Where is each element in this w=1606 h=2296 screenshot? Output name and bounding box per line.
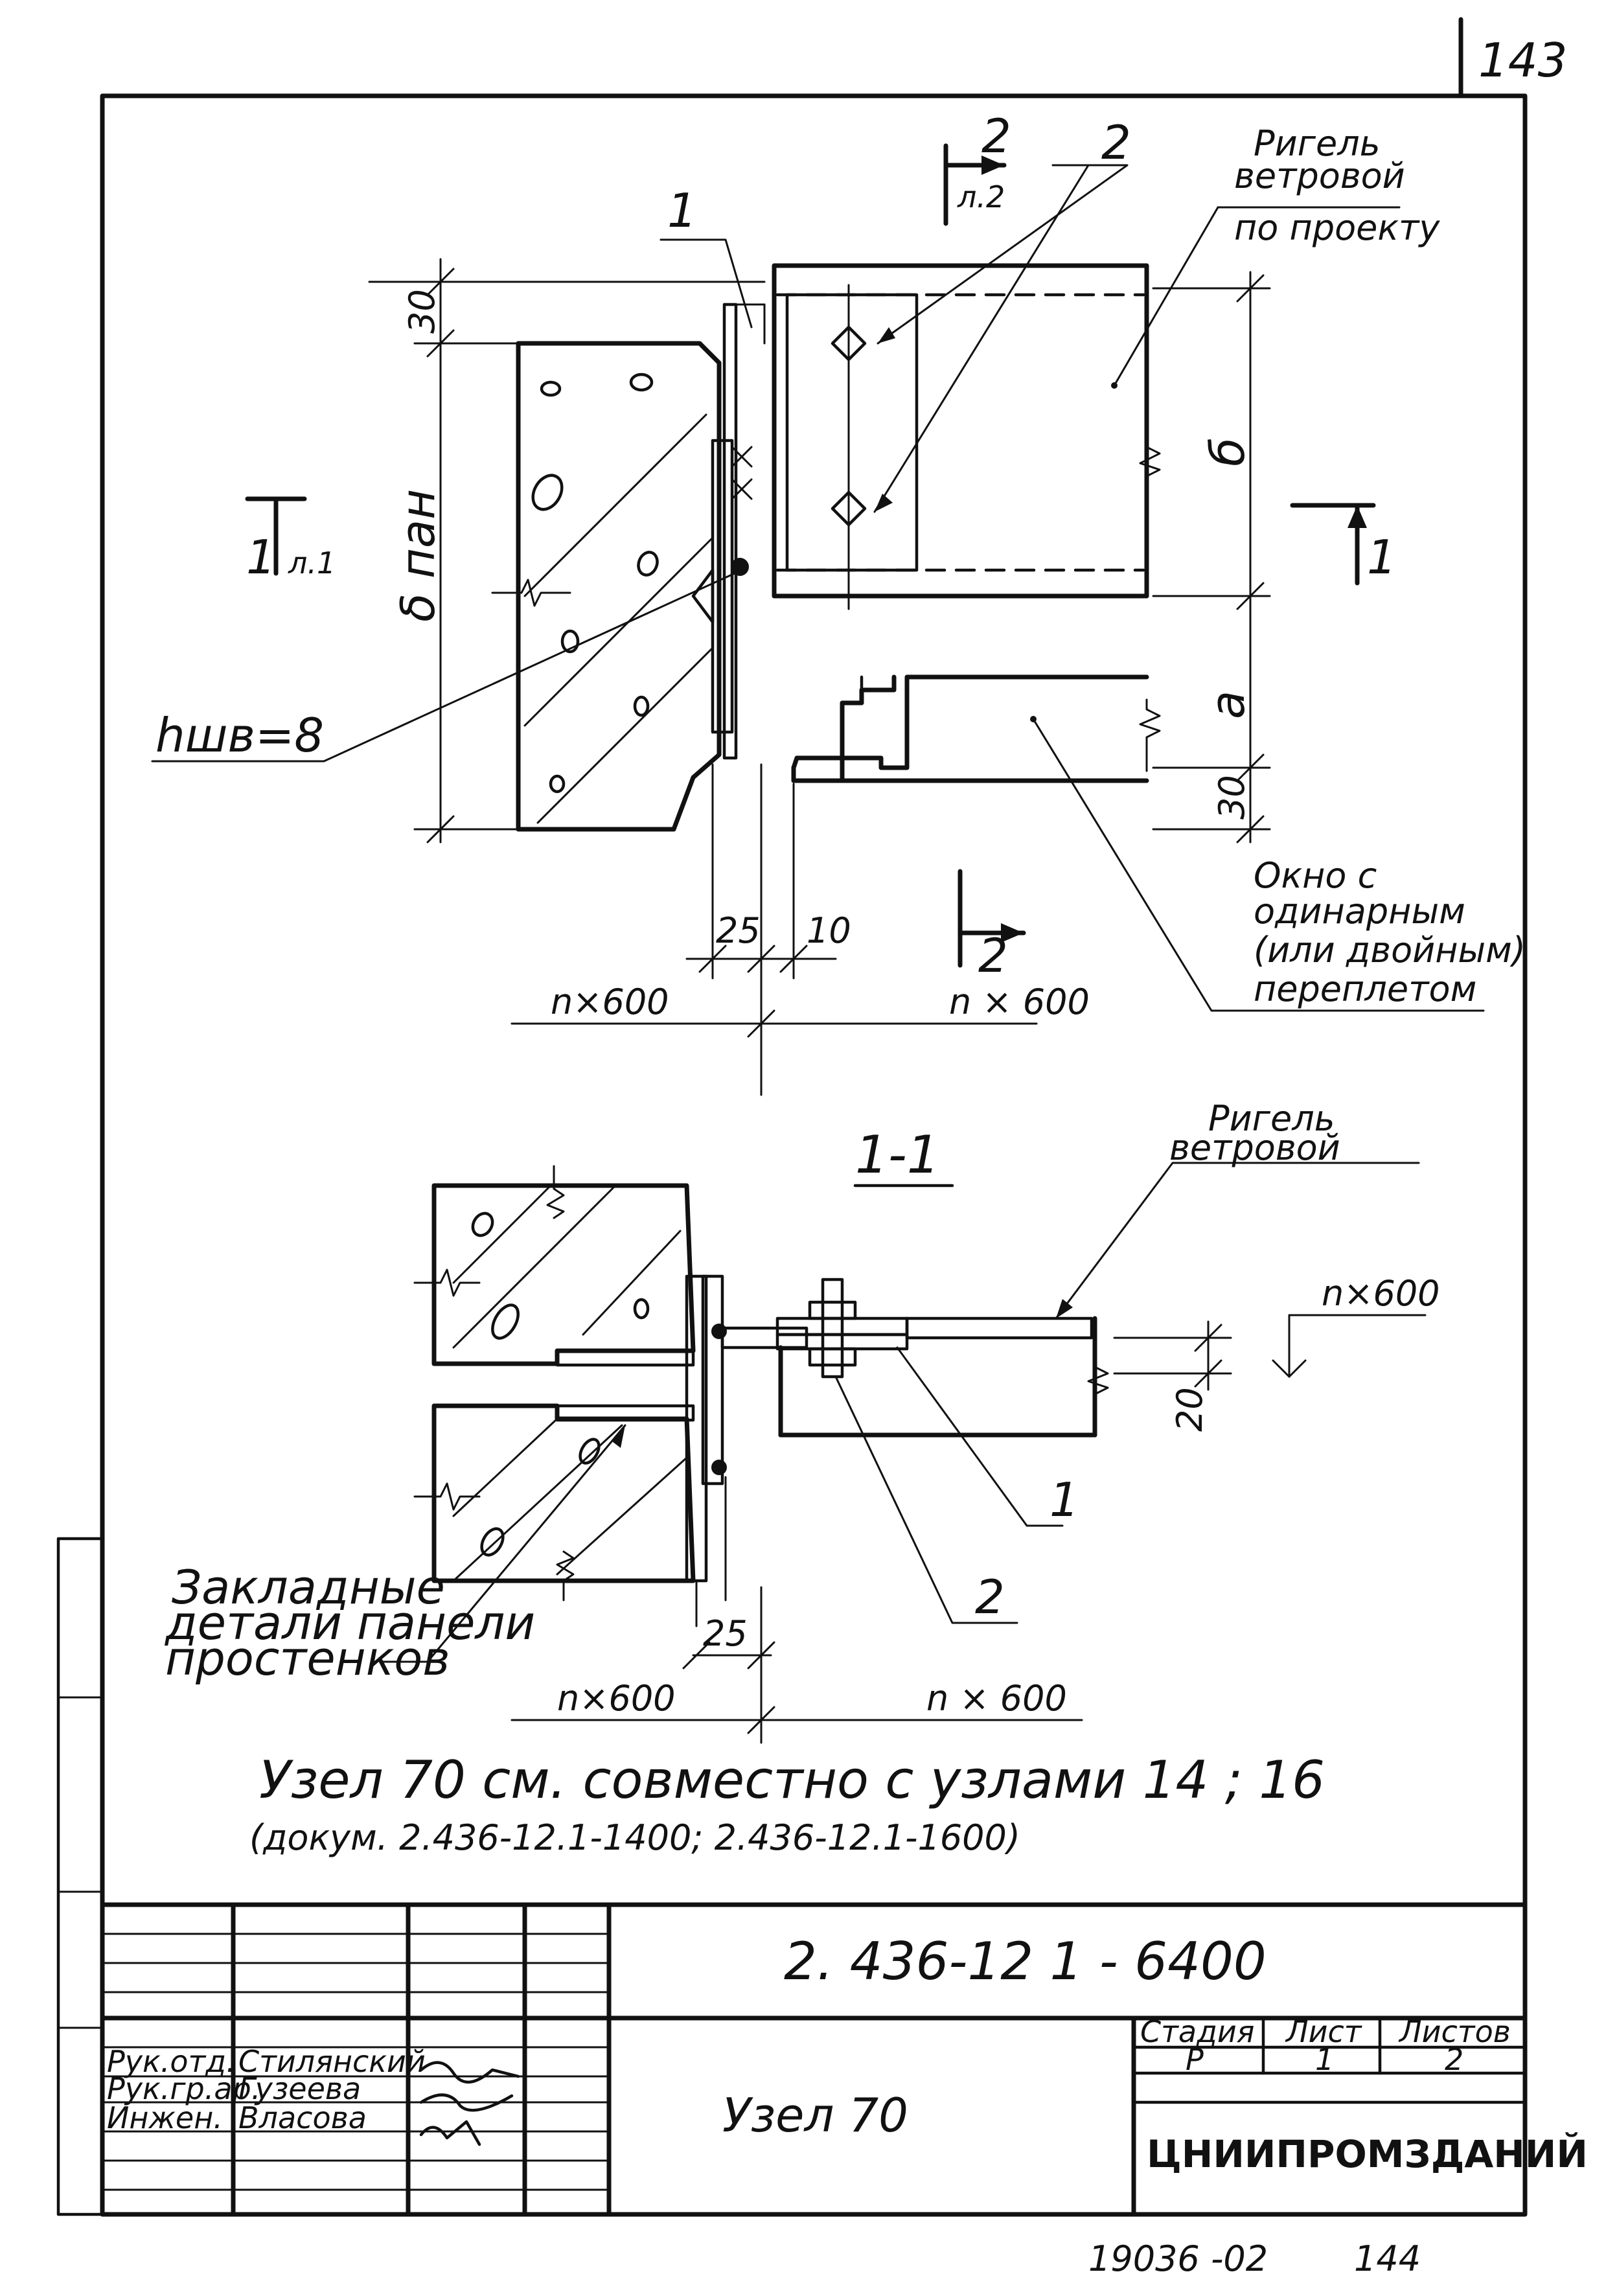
plan-callout-2: 2 bbox=[1101, 115, 1131, 170]
section-marker-1-left bbox=[245, 496, 307, 576]
section-1-left-ref: л.1 bbox=[288, 545, 336, 580]
section-1-left-number: 1 bbox=[246, 530, 276, 584]
section-2-top-ref: л.2 bbox=[957, 179, 1005, 214]
dim-10-plan: 10 bbox=[807, 910, 851, 951]
section-marker-2-bottom bbox=[958, 869, 1026, 968]
sheets-header: Листов bbox=[1398, 2014, 1511, 2049]
section-callout-2: 2 bbox=[975, 1570, 1005, 1624]
signature-name-1: Стилянский bbox=[238, 2044, 426, 2079]
weld-label: hшв=8 bbox=[155, 708, 324, 763]
window-label-line4: переплетом bbox=[1254, 969, 1476, 1009]
stage-value: Р bbox=[1186, 2042, 1204, 2077]
rigel-label-line3: по проекту bbox=[1234, 207, 1440, 248]
signature-role-2: Рук.гр.ар. bbox=[107, 2071, 260, 2106]
dim-30-top: 30 bbox=[402, 289, 442, 334]
dim-30-bottom: 30 bbox=[1211, 775, 1252, 820]
sheet-header: Лист bbox=[1285, 2014, 1362, 2049]
plan-view bbox=[151, 143, 1485, 1096]
signature-name-3: Власова bbox=[238, 2100, 367, 2135]
section-dim-20: 20 bbox=[1169, 1387, 1210, 1432]
section-dim-n600-left: n×600 bbox=[557, 1678, 676, 1719]
organization-name: ЦНИИПРОМЗДАНИЙ bbox=[1147, 2131, 1588, 2176]
plan-leaders bbox=[151, 164, 1485, 1012]
section-1-right-number: 1 bbox=[1367, 530, 1397, 584]
dim-b-pan: δ пан bbox=[391, 489, 445, 622]
dim-n600-left-plan: n×600 bbox=[551, 982, 669, 1022]
footer-code: 19036 -02 bbox=[1088, 2238, 1268, 2279]
embedded-label-line1: Закладные bbox=[172, 1560, 445, 1614]
section-title: 1-1 bbox=[855, 1125, 940, 1185]
signature-role-1: Рук.отд. bbox=[107, 2044, 236, 2079]
signature-role-3: Инжен. bbox=[107, 2100, 223, 2135]
plan-window-frame bbox=[791, 674, 1161, 783]
document-code: 2. 436-12 1 - 6400 bbox=[784, 1931, 1267, 1992]
dim-a: а bbox=[1200, 691, 1255, 719]
note-line2: (докум. 2.436-12.1-1400; 2.436-12.1-1600… bbox=[249, 1817, 1020, 1858]
drawing-title: Узел 70 bbox=[722, 2088, 908, 2142]
embedded-label-line2: детали панели bbox=[164, 1596, 535, 1650]
dim-b: б bbox=[1200, 438, 1255, 466]
signature-name-2: Гузеева bbox=[238, 2071, 361, 2106]
plan-concrete-panel bbox=[491, 341, 722, 832]
section-rigel-line2: ветровой bbox=[1169, 1127, 1340, 1168]
page-number-top: 143 bbox=[1478, 33, 1567, 87]
rigel-label-line2: ветровой bbox=[1234, 155, 1405, 196]
section-dim-n600-level: n×600 bbox=[1322, 1273, 1440, 1314]
dim-n600-right-plan: n × 600 bbox=[949, 982, 1090, 1022]
section-dim-25: 25 bbox=[703, 1613, 748, 1654]
section-2-top-number: 2 bbox=[981, 109, 1011, 163]
stage-header: Стадия bbox=[1140, 2014, 1254, 2049]
sheets-value: 2 bbox=[1445, 2042, 1463, 2077]
section-rigel-line1: Ригель bbox=[1208, 1098, 1335, 1139]
window-label-line3: (или двойным) bbox=[1254, 930, 1526, 970]
footer-page: 144 bbox=[1354, 2238, 1421, 2279]
section-dim-n600-right: n × 600 bbox=[926, 1678, 1067, 1719]
section-callout-1: 1 bbox=[1050, 1473, 1079, 1527]
sheet-value: 1 bbox=[1315, 2042, 1334, 2077]
plan-callout-1: 1 bbox=[667, 183, 697, 238]
section-marker-2-top bbox=[943, 143, 1007, 226]
rigel-label-line1: Ригель bbox=[1254, 123, 1381, 164]
window-label-line1: Окно с bbox=[1254, 855, 1377, 896]
window-label-line2: одинарным bbox=[1254, 891, 1465, 932]
dim-25-plan: 25 bbox=[716, 910, 761, 951]
plan-rigel-beam bbox=[763, 263, 1161, 610]
note-line1: Узел 70 см. совместно с узлами 14 ; 16 bbox=[259, 1750, 1325, 1810]
section-view bbox=[381, 1162, 1427, 1744]
sheet-frame bbox=[56, 17, 1528, 2217]
embedded-label-line3: простенков bbox=[165, 1631, 450, 1686]
title-block bbox=[100, 1902, 1528, 2217]
section-marker-1-right bbox=[1290, 503, 1376, 586]
section-2-bottom-number: 2 bbox=[978, 928, 1008, 983]
plan-dimensions bbox=[368, 258, 1271, 1096]
